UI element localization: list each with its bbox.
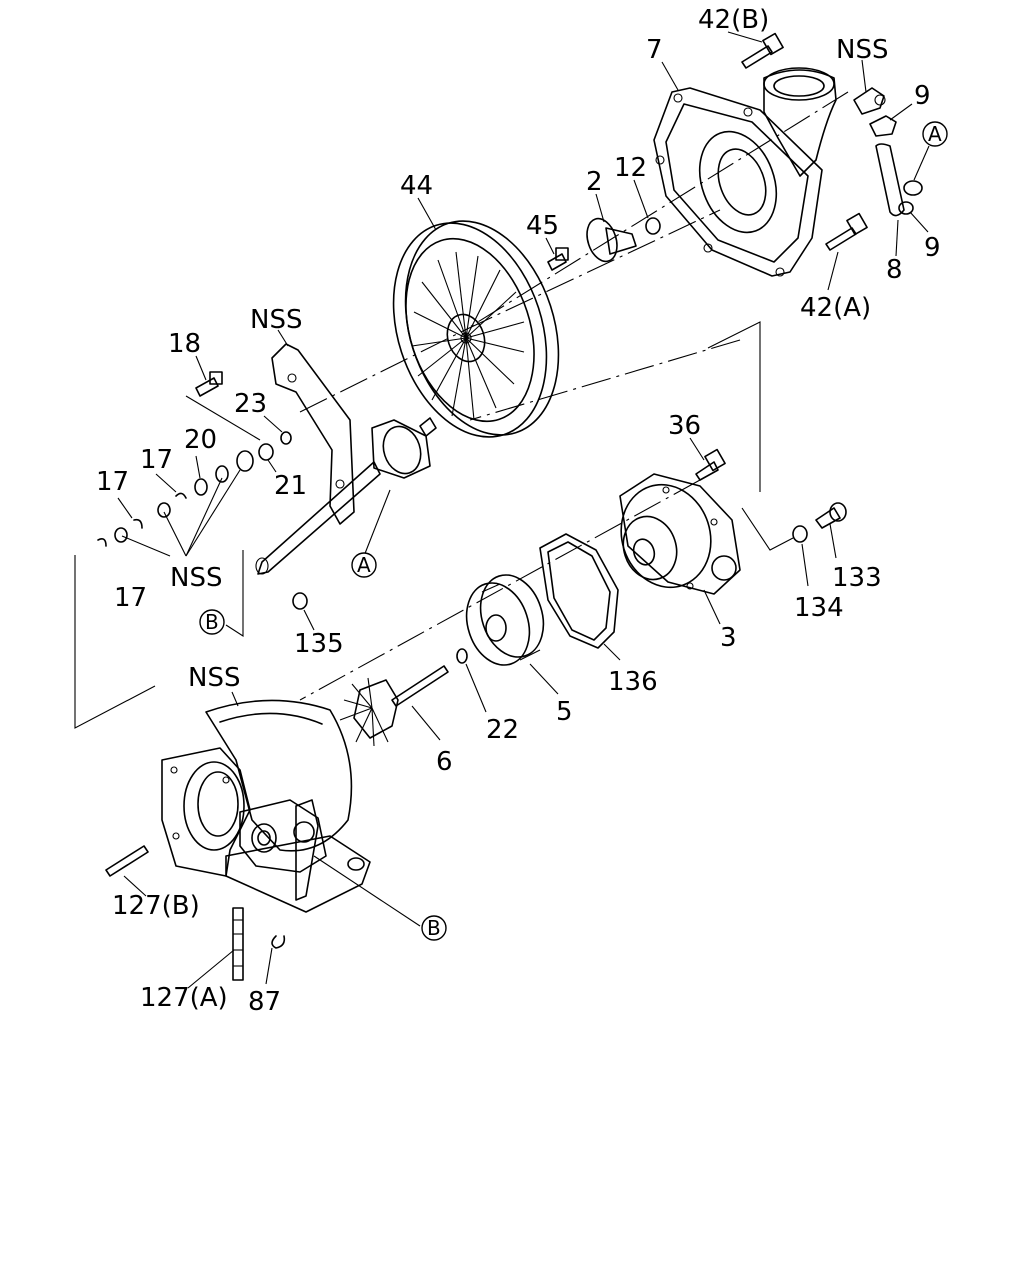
label-6: 6	[436, 747, 453, 777]
callout-b-left: B	[199, 609, 225, 635]
label-136: 136	[608, 667, 658, 697]
label-23: 23	[234, 389, 267, 419]
clip-17-lower	[97, 518, 143, 547]
label-nss-bottom: NSS	[188, 663, 240, 693]
label-17-a: 17	[140, 445, 173, 475]
label-45: 45	[526, 211, 559, 241]
clip-17-upper	[157, 492, 187, 518]
washer-21	[258, 443, 274, 461]
label-9-top: 9	[914, 81, 931, 111]
bolt-18	[195, 371, 223, 397]
bearing-housing-3	[619, 473, 741, 595]
label-2: 2	[586, 167, 603, 197]
screw-45	[547, 247, 569, 271]
label-20: 20	[184, 425, 217, 455]
label-7: 7	[646, 35, 663, 65]
label-5: 5	[556, 697, 573, 727]
compressor-wheel-2	[586, 217, 637, 263]
label-12: 12	[614, 153, 647, 183]
fitting-top-nss	[853, 87, 886, 115]
label-134: 134	[794, 593, 844, 623]
label-133: 133	[832, 563, 882, 593]
bolt-36	[695, 448, 726, 481]
callout-b-bottom-text: B	[427, 916, 441, 940]
turbine-housing-nss	[161, 699, 371, 913]
callout-b-bottom: B	[421, 915, 447, 941]
callout-b-left-text: B	[205, 610, 219, 634]
fitting-9-top	[869, 115, 897, 137]
compressor-housing-7	[653, 67, 837, 277]
label-17-c: 17	[114, 583, 147, 613]
washer-20	[194, 465, 229, 496]
label-8: 8	[886, 255, 903, 285]
label-87: 87	[248, 987, 281, 1017]
label-42a: 42(A)	[800, 293, 871, 323]
label-127a: 127(A)	[140, 983, 228, 1013]
bolt-42a	[825, 212, 868, 251]
clip-87	[271, 935, 286, 949]
part-labels: 42(B) 7 NSS 9 9 8 44 2 12 45 42(A) NSS 1…	[96, 5, 941, 1017]
bolt-42b	[741, 32, 784, 69]
nut-135	[292, 592, 308, 610]
label-nss-left: NSS	[170, 563, 222, 593]
label-9-right: 9	[924, 233, 941, 263]
nut-12	[645, 217, 661, 235]
label-127b: 127(B)	[112, 891, 200, 921]
hose-8	[875, 143, 905, 217]
actuator-bracket-nss	[271, 343, 355, 525]
label-nss-top: NSS	[836, 35, 888, 65]
assembly-axis-lines	[74, 91, 849, 729]
bearing-nss	[236, 450, 254, 472]
oring-22	[456, 648, 468, 664]
oring-23	[280, 431, 292, 445]
clamp-9-right	[898, 180, 923, 215]
label-135: 135	[294, 629, 344, 659]
label-17-b: 17	[96, 467, 129, 497]
label-21: 21	[274, 471, 307, 501]
backplate-44	[392, 220, 560, 438]
stud-127b	[105, 845, 149, 877]
label-22: 22	[486, 715, 519, 745]
leader-lines	[117, 31, 930, 989]
seal-plate-5	[465, 574, 545, 666]
wastegate-actuator	[255, 417, 437, 575]
gasket-136	[539, 533, 619, 649]
label-3: 3	[720, 623, 737, 653]
washer-134	[792, 525, 808, 543]
label-44: 44	[400, 171, 433, 201]
label-nss-mid: NSS	[250, 305, 302, 335]
label-42b: 42(B)	[698, 5, 769, 35]
callout-a-top: A	[922, 121, 948, 147]
label-18: 18	[168, 329, 201, 359]
callout-a-top-text: A	[928, 122, 942, 146]
stud-127a	[232, 907, 244, 981]
callout-a-mid-text: A	[357, 553, 371, 577]
turbine-shaft-6	[339, 665, 449, 747]
label-36: 36	[668, 411, 701, 441]
callout-a-mid: A	[351, 552, 377, 578]
bolt-133	[815, 502, 847, 529]
